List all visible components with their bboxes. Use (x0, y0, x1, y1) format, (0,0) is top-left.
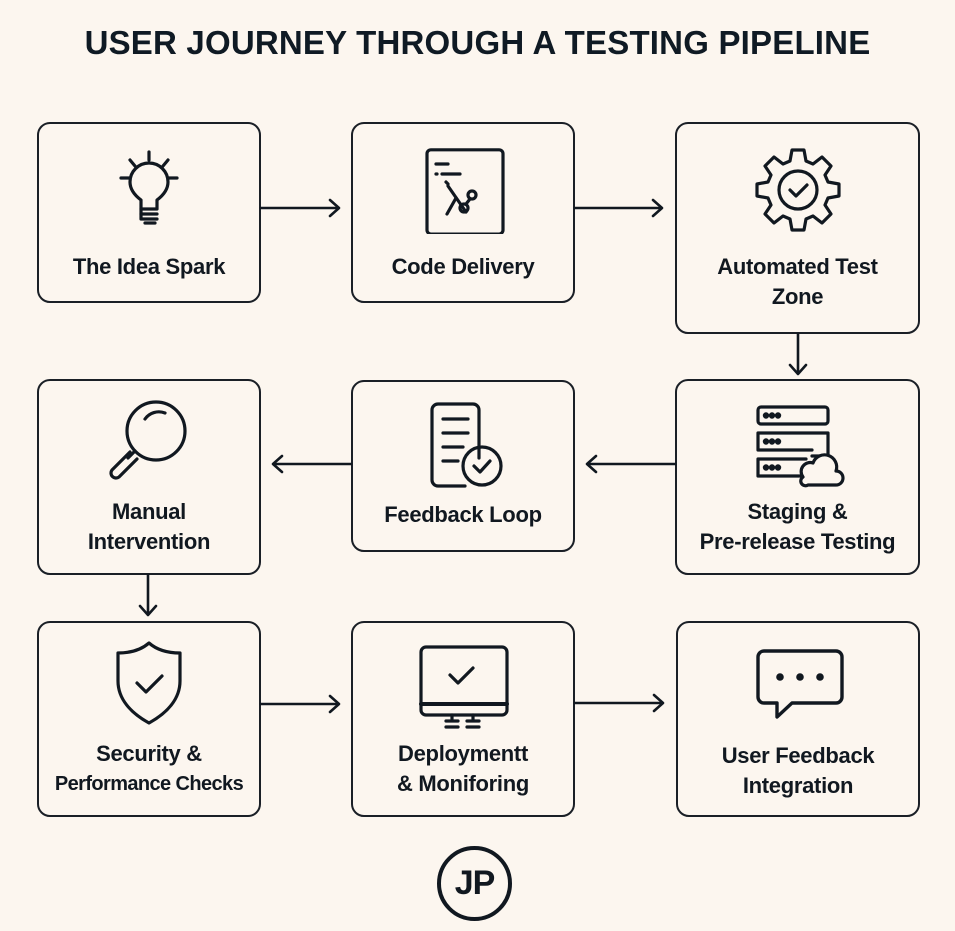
node-label: Feedback Loop (384, 502, 542, 527)
shield-check-icon (101, 635, 197, 731)
arrow-deployment-to-user-feedback (573, 693, 665, 713)
node-code-delivery: Code Delivery (351, 122, 575, 303)
jp-logo: JP (437, 846, 512, 921)
node-idea-spark: The Idea Spark (37, 122, 261, 303)
code-branch-document-icon (415, 138, 511, 234)
node-label: Automated Test Zone (717, 254, 878, 309)
node-label: Staging & Pre-release Testing (699, 499, 896, 554)
node-automated-test-zone: Automated Test Zone (675, 122, 920, 334)
diagram-title: USER JOURNEY THROUGH A TESTING PIPELINE (84, 24, 871, 61)
node-label: Manual Intervention (87, 499, 211, 554)
node-user-feedback-integration: User Feedback Integration (676, 621, 920, 817)
node-manual-intervention: Manual Intervention (37, 379, 261, 575)
node-security-performance: Security & Performance Checks (37, 621, 261, 817)
node-feedback-loop: Feedback Loop (351, 380, 575, 552)
node-label: Deploymentt & Moniforing (396, 741, 530, 796)
gear-check-icon (750, 144, 846, 240)
arrow-manual-to-security (138, 573, 158, 617)
arrow-staging-to-feedback (585, 454, 677, 474)
monitor-check-icon (415, 635, 511, 731)
magnifying-glass-icon (101, 393, 197, 489)
node-deployment-monitoring: Deploymentt & Moniforing (351, 621, 575, 817)
arrow-feedback-to-manual (271, 454, 353, 474)
arrow-security-to-deployment (259, 694, 341, 714)
logo-text: JP (454, 864, 496, 902)
chat-bubble-icon (750, 637, 846, 733)
arrow-code-to-automated (573, 198, 664, 218)
node-staging: Staging & Pre-release Testing (675, 379, 920, 575)
server-cloud-icon (750, 397, 846, 493)
lightbulb-icon (101, 142, 197, 238)
node-label: Security & Performance Checks (54, 741, 244, 795)
node-label: The Idea Spark (72, 254, 226, 279)
document-check-icon (415, 396, 511, 492)
arrow-automated-to-staging (788, 332, 808, 376)
arrow-idea-to-code (259, 198, 341, 218)
node-label: Code Delivery (391, 254, 535, 279)
node-label: User Feedback Integration (721, 743, 875, 798)
